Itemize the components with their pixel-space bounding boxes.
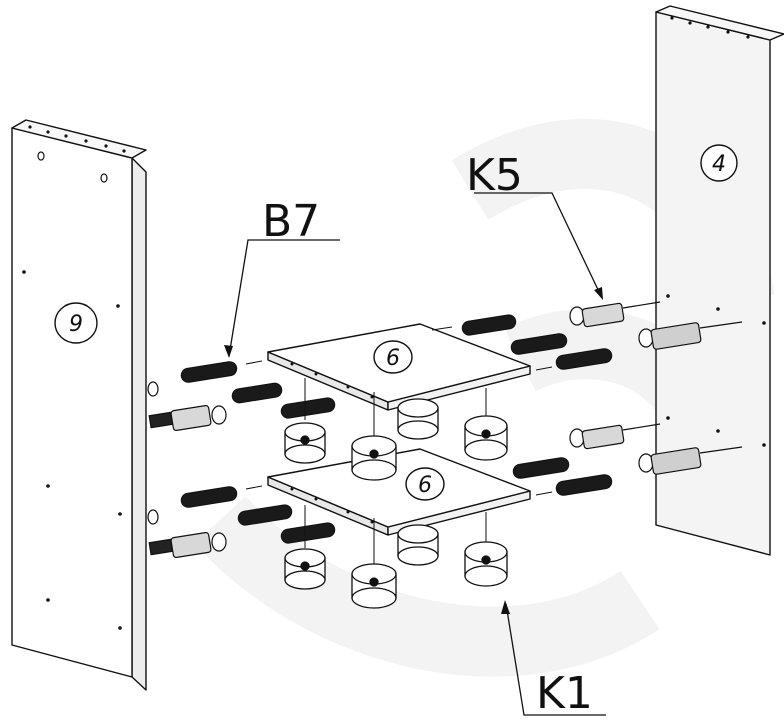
shelf-top-label: 6 [386, 346, 400, 371]
assembly-arrows [245, 326, 553, 564]
shelf-bottom: 6 [267, 448, 531, 536]
dowel [555, 474, 613, 496]
dowel [512, 457, 570, 479]
panel-9: 9 [11, 119, 159, 691]
panel-9-label: 9 [69, 312, 83, 337]
shelf-bottom-label: 6 [418, 473, 432, 498]
cam-lock [464, 415, 508, 461]
dowel [461, 314, 517, 336]
panel-4: 4 [655, 5, 784, 556]
callout-b7-label: B7 [262, 196, 320, 247]
callout-b7: B7 [224, 196, 340, 358]
cam-lock [284, 548, 326, 590]
dowel [231, 382, 283, 404]
callout-k1-label: K1 [536, 668, 593, 719]
callout-k5: K5 [466, 150, 603, 300]
cam-lock [397, 398, 439, 440]
cam-bolt [638, 321, 743, 350]
cam-bolt [148, 404, 227, 432]
dowel [280, 522, 336, 544]
dowel [510, 333, 568, 355]
callout-k1: K1 [501, 600, 606, 719]
cam-bolt [148, 531, 227, 559]
cam-lock [351, 435, 397, 481]
dowel [180, 486, 238, 508]
cam-lock [397, 524, 439, 566]
cam-lock [464, 541, 508, 587]
cam-bolts [148, 301, 743, 559]
cam-bolt [638, 446, 743, 475]
cam-bolt [569, 301, 661, 328]
dowels [180, 314, 613, 544]
dowel [237, 504, 293, 526]
dowel [280, 397, 336, 419]
cam-locks [284, 398, 508, 609]
shelf-top: 6 [267, 323, 531, 411]
cam-bolt [569, 423, 661, 450]
dowel [180, 361, 238, 383]
cam-lock [284, 422, 326, 464]
cam-lock [351, 563, 397, 609]
dowel [555, 348, 613, 370]
panel-4-label: 4 [712, 152, 726, 177]
